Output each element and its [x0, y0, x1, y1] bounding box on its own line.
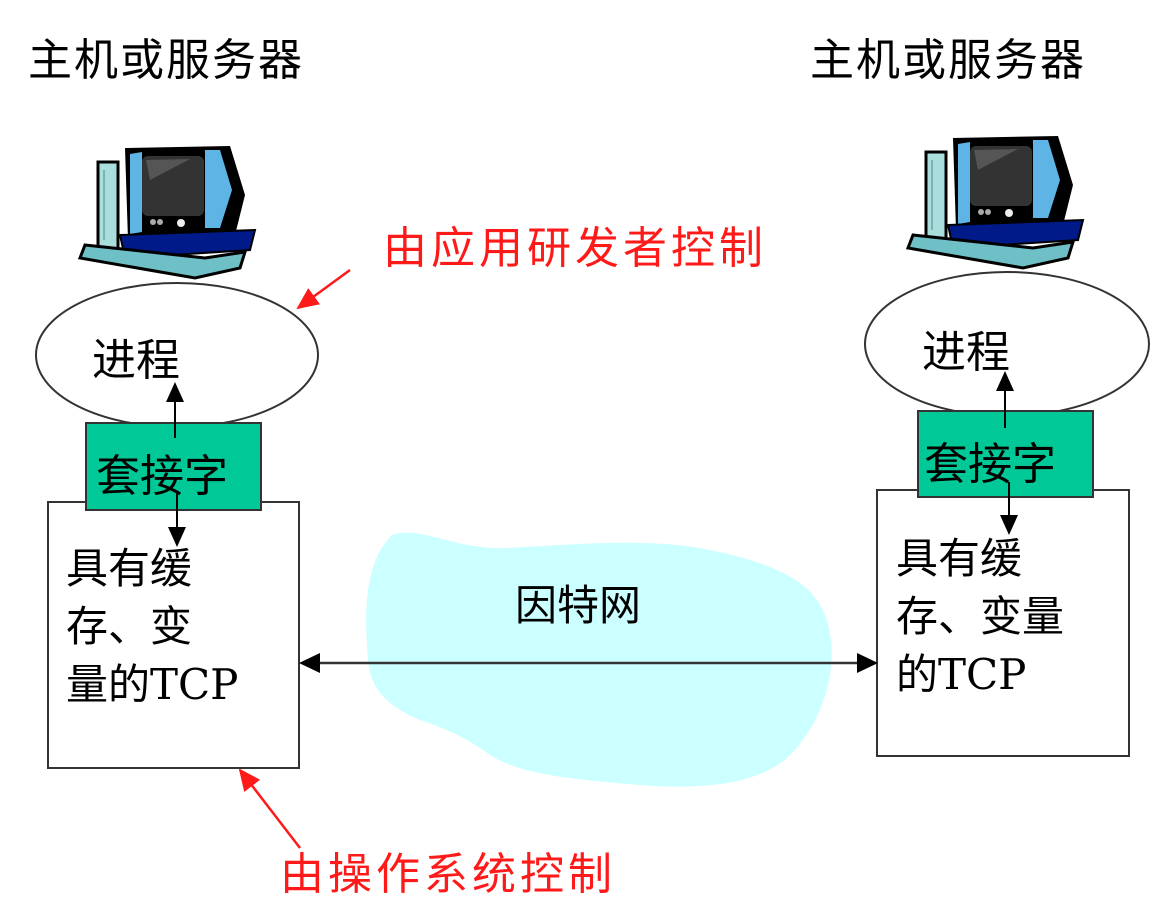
tcp-line: 具有缓 [66, 544, 193, 593]
process-label-right: 进程 [922, 327, 1010, 378]
arrowhead-left [299, 653, 320, 673]
arrowhead-right [857, 653, 878, 673]
host-title-left: 主机或服务器 [28, 35, 304, 86]
computer-icon [77, 146, 257, 280]
annotation-arrow-os [238, 768, 301, 849]
tcp-line: 存、变量 [896, 592, 1065, 641]
annotation-arrow-app [296, 268, 351, 310]
tcp-label-left: 具有缓 存、变 量的TCP [66, 540, 238, 714]
tcp-label-right: 具有缓 存、变量 的TCP [896, 530, 1064, 704]
host-title-right: 主机或服务器 [810, 35, 1086, 86]
internet-cloud [366, 532, 832, 787]
socket-box-left [85, 422, 262, 511]
tcp-line: 量的TCP [66, 660, 239, 709]
process-label-left: 进程 [92, 335, 180, 386]
socket-label-right: 套接字 [924, 439, 1056, 490]
tcp-line: 的TCP [896, 650, 1027, 699]
socket-label-left: 套接字 [96, 451, 228, 502]
annotation-os: 由操作系统控制 [280, 849, 616, 900]
computer-icon [905, 136, 1085, 270]
tcp-line: 具有缓 [896, 534, 1023, 583]
internet-label: 因特网 [515, 581, 642, 630]
annotation-app-developer: 由应用研发者控制 [383, 223, 767, 274]
tcp-line: 存、变 [66, 602, 193, 651]
